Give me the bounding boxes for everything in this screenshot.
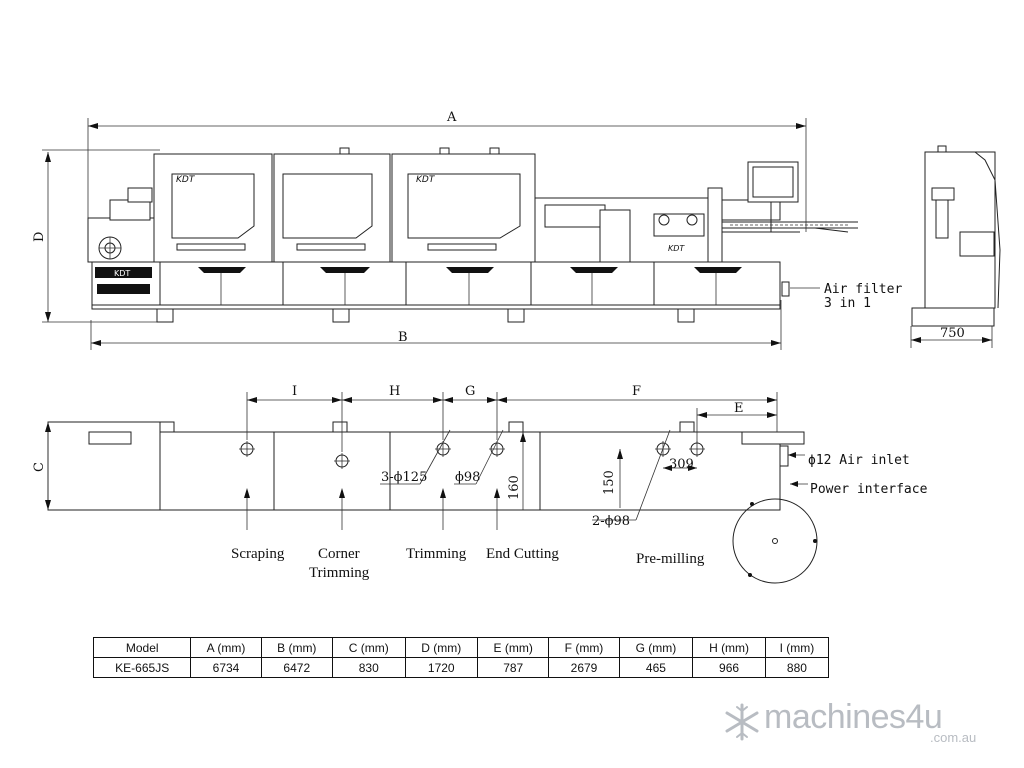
- dim-d-label: D: [32, 232, 47, 242]
- dim-150: 150: [602, 470, 617, 495]
- dim-b-label: B: [398, 330, 408, 345]
- spec-header: H (mm): [692, 637, 766, 658]
- spec-header: G (mm): [618, 637, 694, 658]
- dim-i-label: I: [292, 384, 297, 399]
- spec-cell: KE-665JS: [92, 657, 192, 678]
- dim-dia125: 3-ϕ125: [381, 470, 427, 485]
- note-air-filter-1: Air filter: [824, 282, 902, 297]
- dim-e-label: E: [734, 401, 744, 416]
- note-air-filter-2: 3 in 1: [824, 296, 871, 311]
- spec-row: KE-665JS 6734 6472 830 1720 787 2679 465…: [92, 657, 830, 678]
- badge-brand: KDT: [114, 269, 130, 278]
- dim-160: 160: [507, 475, 522, 500]
- cover-brand-3: KDT: [416, 175, 436, 185]
- spec-cell: 2679: [548, 657, 620, 678]
- spec-header-row: Model A (mm) B (mm) C (mm) D (mm) E (mm)…: [92, 637, 830, 658]
- dim-dia98x2: 2-ϕ98: [592, 514, 630, 529]
- spec-header: D (mm): [404, 637, 479, 658]
- spec-cell: 465: [618, 657, 694, 678]
- panel-brand: KDT: [668, 244, 685, 253]
- cover-brand-1: KDT: [176, 175, 196, 185]
- spec-cell: 966: [692, 657, 766, 678]
- label-trimming: Trimming: [406, 546, 467, 562]
- dim-a-label: A: [446, 110, 457, 125]
- spec-cell: 830: [331, 657, 406, 678]
- label-corner-2: Trimming: [309, 565, 370, 581]
- spec-cell: 880: [764, 657, 830, 678]
- dim-309: 309: [669, 457, 694, 472]
- spec-cell: 6734: [190, 657, 262, 678]
- dim-h-label: H: [389, 384, 400, 399]
- spec-header: C (mm): [331, 637, 406, 658]
- spec-header: A (mm): [190, 637, 262, 658]
- label-end-cutting: End Cutting: [486, 546, 559, 562]
- spec-header: E (mm): [477, 637, 550, 658]
- spec-header: B (mm): [260, 637, 333, 658]
- snowflake-icon: [725, 703, 759, 741]
- label-corner: Corner: [318, 546, 360, 562]
- dim-dia98: ϕ98: [455, 470, 480, 485]
- dim-f-label: F: [632, 384, 641, 399]
- spec-header: F (mm): [548, 637, 620, 658]
- spec-cell: 787: [477, 657, 550, 678]
- machines4u-watermark: machines4u .com.au: [722, 698, 992, 746]
- dim-depth-label: 750: [940, 326, 965, 341]
- note-air-inlet: ϕ12 Air inlet: [808, 453, 910, 468]
- spec-table: Model A (mm) B (mm) C (mm) D (mm) E (mm)…: [92, 637, 830, 678]
- label-scraping: Scraping: [231, 546, 285, 562]
- note-power: Power interface: [810, 482, 928, 497]
- watermark-brand: machines4u: [764, 698, 943, 736]
- side-view: 750: [910, 145, 1001, 348]
- watermark-tld: .com.au: [930, 730, 977, 745]
- spec-cell: 6472: [260, 657, 333, 678]
- dim-g-label: G: [465, 384, 475, 399]
- spec-header: Model: [92, 637, 192, 658]
- plan-view: C I H G F E: [32, 384, 928, 584]
- dim-c-label: C: [32, 462, 47, 472]
- label-premilling: Pre-milling: [636, 551, 705, 567]
- spec-header: I (mm): [764, 637, 830, 658]
- front-elevation: A D B KDT: [32, 110, 902, 350]
- spec-cell: 1720: [404, 657, 479, 678]
